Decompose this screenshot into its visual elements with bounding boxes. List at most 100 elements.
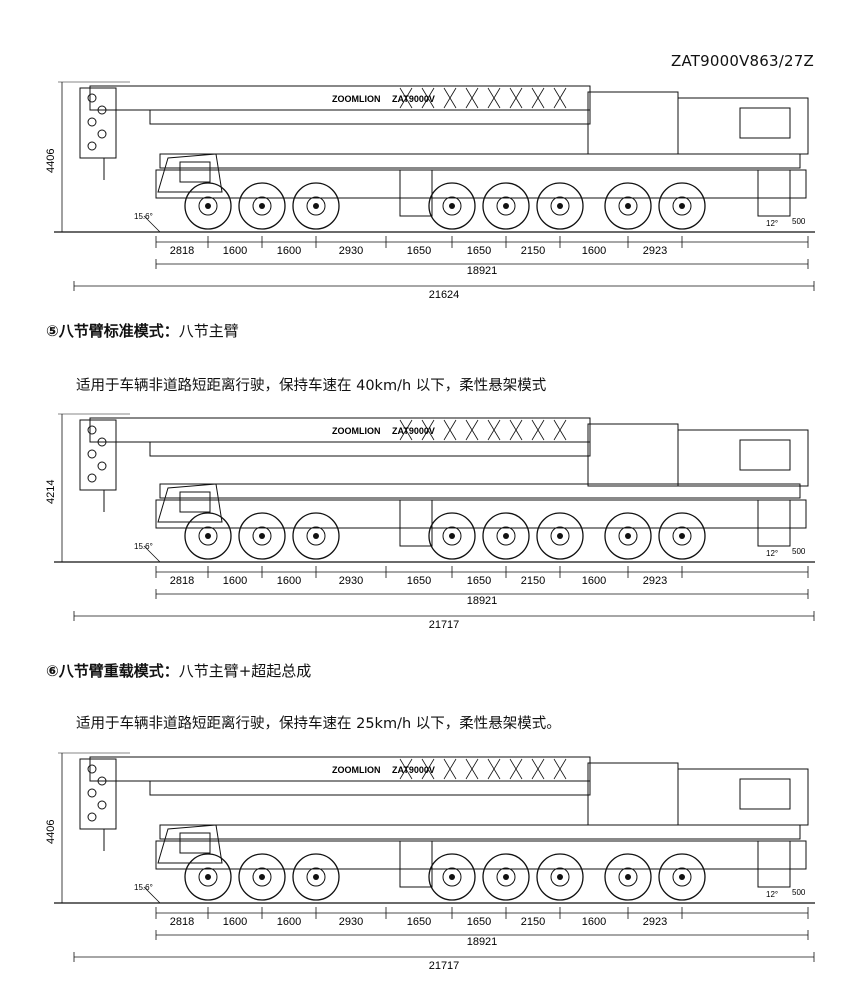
- wheel-hub-icon: [496, 526, 516, 546]
- boom-lattice: [553, 419, 567, 441]
- cab-window: [179, 832, 211, 854]
- counterweight: [587, 423, 679, 487]
- pulley-icon: [97, 800, 107, 810]
- cab-window: [179, 161, 211, 183]
- pulley-icon: [87, 93, 97, 103]
- total-outer-label: 21624: [429, 289, 460, 301]
- axle-dim-label: 2930: [339, 245, 363, 257]
- boom-model-label: ZAT9000V: [392, 94, 435, 104]
- boom-brand-label: ZOOMLION: [332, 94, 381, 104]
- wheel-icon: [482, 853, 530, 901]
- boom-head: [79, 419, 117, 491]
- wheel-icon: [604, 853, 652, 901]
- boom-model-label: ZAT9000V: [392, 765, 435, 775]
- chassis-frame: [155, 840, 807, 870]
- wheel-hub-icon: [672, 196, 692, 216]
- chassis-frame: [155, 169, 807, 199]
- boom-lower: [149, 109, 591, 125]
- boom-lattice: [509, 758, 523, 780]
- boom-lattice: [487, 419, 501, 441]
- wheel-icon: [536, 512, 584, 560]
- wheel-hub-icon: [306, 526, 326, 546]
- wheel-hub-icon: [198, 196, 218, 216]
- wheel-hub-icon: [672, 867, 692, 887]
- superstructure: [677, 768, 809, 826]
- outrigger-box-front: [399, 499, 433, 547]
- wheel-center-icon: [625, 874, 631, 880]
- boom-lattice: [531, 758, 545, 780]
- wheel-hub-icon: [496, 196, 516, 216]
- rear-height-label: 500: [792, 217, 806, 226]
- axle-dim-label: 1600: [582, 575, 606, 587]
- wheel-hub-icon: [198, 867, 218, 887]
- wheel-center-icon: [259, 533, 265, 539]
- pulley-icon: [97, 129, 107, 139]
- boom-lattice: [465, 758, 479, 780]
- axle-dim-label: 2923: [643, 575, 667, 587]
- pulley-icon: [97, 105, 107, 115]
- wheel-icon: [238, 182, 286, 230]
- pulley-icon: [87, 788, 97, 798]
- pulley-icon: [97, 437, 107, 447]
- wheel-icon: [292, 512, 340, 560]
- height-dim-label: 4214: [45, 480, 57, 504]
- wheel-hub-icon: [672, 526, 692, 546]
- boom-lattice: [487, 758, 501, 780]
- approach-angle-label: 15.6°: [134, 883, 153, 892]
- cab-window: [179, 491, 211, 513]
- boom-lower: [149, 441, 591, 457]
- cab-outline: [157, 153, 223, 193]
- boom-lattice: [553, 758, 567, 780]
- wheel-center-icon: [679, 533, 685, 539]
- axle-dim-label: 1600: [582, 916, 606, 928]
- axle-dim-label: 2923: [643, 916, 667, 928]
- pulley-icon: [87, 473, 97, 483]
- engine-hatch: [739, 107, 791, 139]
- approach-angle-line: [143, 215, 161, 233]
- axle-dim-label: 2930: [339, 575, 363, 587]
- boom-head: [79, 87, 117, 159]
- section-6-note: 适用于车辆非道路短距离行驶，保持车速在 25km/h 以下，柔性悬架模式。: [76, 716, 561, 732]
- axle-dim-label: 1600: [223, 575, 247, 587]
- approach-angle-label: 15.6°: [134, 542, 153, 551]
- engine-hatch: [739, 439, 791, 471]
- wheel-icon: [238, 512, 286, 560]
- approach-angle-label: 15.6°: [134, 212, 153, 221]
- total-inner-label: 18921: [467, 265, 498, 277]
- axle-dim-label: 1650: [467, 245, 491, 257]
- axle-dim-label: 1650: [407, 916, 431, 928]
- wheel-center-icon: [205, 874, 211, 880]
- wheel-hub-icon: [496, 867, 516, 887]
- boom-lattice: [443, 758, 457, 780]
- rear-height-label: 500: [792, 547, 806, 556]
- pulley-icon: [87, 425, 97, 435]
- boom-lattice: [531, 87, 545, 109]
- wheel-hub-icon: [306, 196, 326, 216]
- wheel-center-icon: [449, 874, 455, 880]
- approach-angle-line: [143, 886, 161, 904]
- wheel-center-icon: [503, 874, 509, 880]
- outrigger-box-rear: [757, 169, 791, 217]
- wheel-center-icon: [259, 203, 265, 209]
- carrier-deck: [159, 153, 801, 169]
- axle-dim-label: 2818: [170, 245, 194, 257]
- rear-angle-label: 12°: [766, 219, 778, 228]
- wheel-hub-icon: [306, 867, 326, 887]
- boom-lattice: [465, 419, 479, 441]
- height-dim-label: 4406: [45, 820, 57, 844]
- rear-angle-label: 12°: [766, 890, 778, 899]
- wheel-icon: [428, 853, 476, 901]
- section-5-heading-prefix: ⑤八节臂标准模式：: [46, 322, 179, 340]
- section-6-heading-prefix: ⑥八节臂重载模式：: [46, 662, 179, 680]
- wheel-center-icon: [679, 874, 685, 880]
- axle-dim-label: 1650: [467, 916, 491, 928]
- carrier-deck: [159, 483, 801, 499]
- wheel-hub-icon: [618, 526, 638, 546]
- total-outer-label: 21717: [429, 960, 460, 972]
- cab-outline: [157, 824, 223, 864]
- axle-dim-label: 1600: [223, 245, 247, 257]
